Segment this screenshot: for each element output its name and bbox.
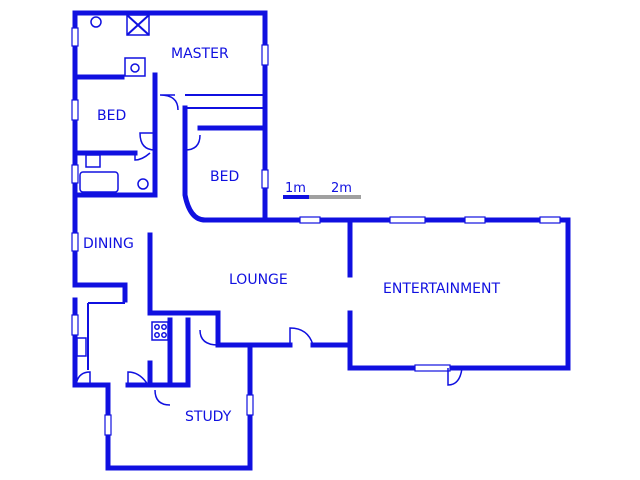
scale-bar: 1m 2m	[283, 181, 361, 199]
window	[246, 394, 254, 416]
room-label-master: MASTER	[171, 46, 229, 62]
windows	[71, 27, 561, 436]
door-bed2	[184, 134, 201, 151]
fixtures	[76, 14, 169, 357]
walls	[72, 10, 571, 471]
room-label-bed: BED	[210, 169, 239, 185]
window	[464, 216, 486, 224]
window	[71, 314, 79, 336]
window	[71, 232, 79, 252]
sink-icon	[76, 337, 87, 357]
room-label-lounge: LOUNGE	[229, 272, 288, 288]
door-bed1	[139, 132, 156, 151]
room-labels: MASTER BED BED DINING LOUNGE ENTERTAINME…	[83, 46, 500, 425]
door-lounge	[289, 327, 314, 346]
bath-icon	[79, 171, 119, 193]
scale-label-1m: 1m	[285, 181, 306, 196]
scale-label-2m: 2m	[331, 181, 352, 196]
window	[414, 364, 451, 372]
door-bath	[134, 152, 151, 161]
toilet-icon	[90, 16, 102, 28]
basin-icon	[85, 154, 101, 168]
doors	[75, 94, 463, 406]
door-entertainment	[447, 367, 463, 386]
room-label-study: STUDY	[185, 409, 232, 425]
window	[539, 216, 561, 224]
window	[261, 44, 269, 66]
door-kitchen	[199, 329, 219, 346]
door-study	[154, 389, 171, 406]
window	[104, 414, 112, 436]
room-label-entertainment: ENTERTAINMENT	[383, 281, 500, 297]
window	[261, 169, 269, 189]
room-label-bed: BED	[97, 108, 126, 124]
door-scullery	[127, 371, 149, 386]
window	[71, 27, 79, 47]
window	[71, 99, 79, 121]
window	[299, 216, 321, 224]
door-back	[75, 371, 91, 386]
window	[389, 216, 426, 224]
door-master	[159, 94, 179, 111]
toilet-icon	[137, 178, 149, 190]
room-label-dining: DINING	[83, 236, 134, 252]
window	[71, 164, 79, 184]
